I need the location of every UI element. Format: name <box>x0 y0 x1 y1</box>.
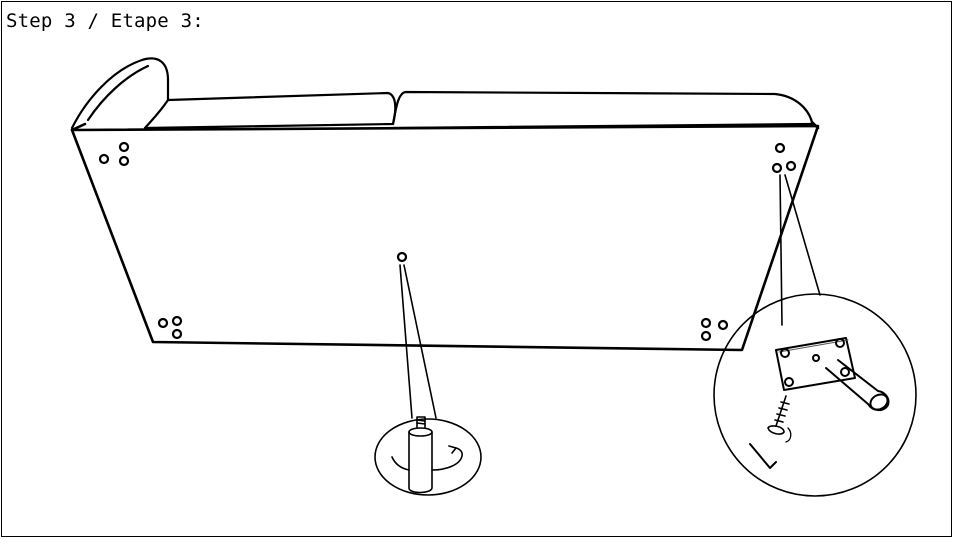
corner-leg-detail <box>713 293 917 497</box>
rotate-arrow-icon <box>391 445 463 471</box>
callout-lines <box>399 174 821 419</box>
center-leg-detail <box>374 416 482 496</box>
cylindrical-leg-icon <box>408 416 433 494</box>
leg-holes <box>98 141 797 342</box>
allen-key-icon <box>749 443 777 469</box>
sofa-back-cushions <box>70 57 814 130</box>
bolt-icon <box>767 395 792 443</box>
sofa-underside <box>70 120 820 352</box>
step-title: Step 3 / Etape 3: <box>6 10 204 32</box>
angled-leg-plate-icon <box>775 337 890 412</box>
